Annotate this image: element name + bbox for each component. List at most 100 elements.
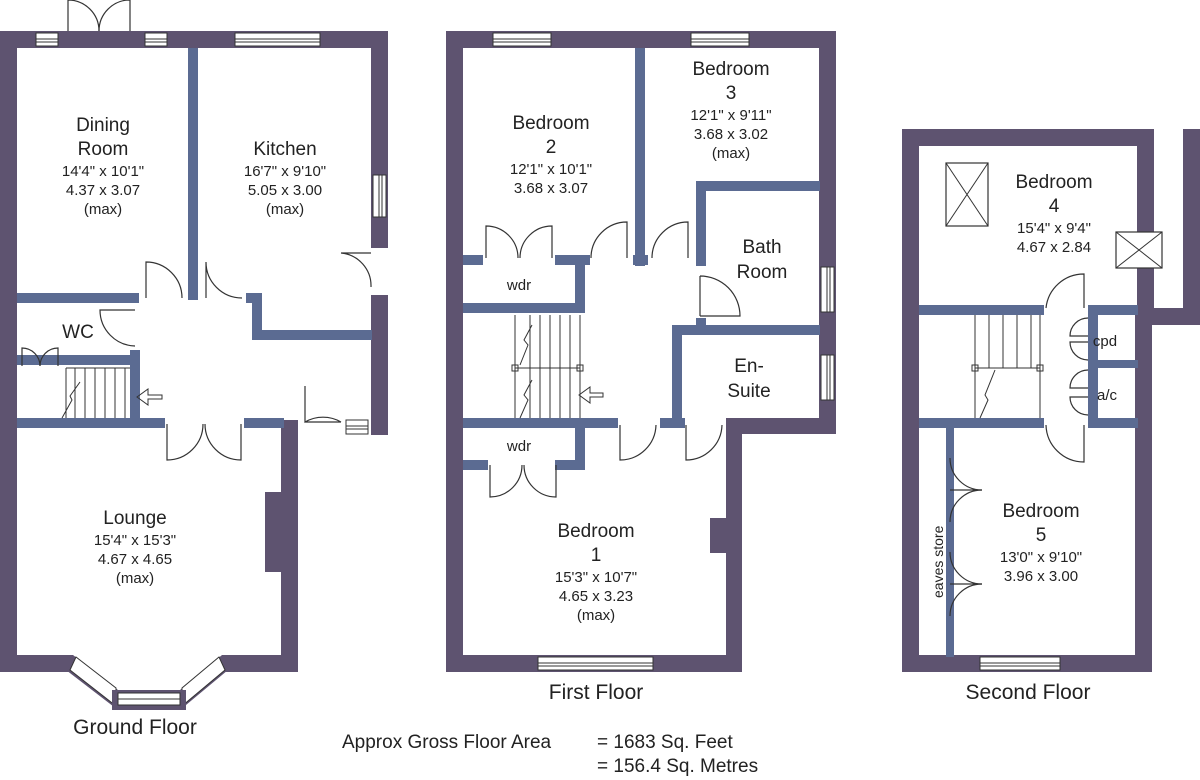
room-name: eaves store <box>930 525 946 598</box>
room-dimensions-metric: 4.67 x 4.65 <box>98 551 172 568</box>
second-floor-plan <box>902 129 1200 672</box>
room-name: WC <box>62 322 94 343</box>
room-dimensions-metric: 4.67 x 2.84 <box>1017 239 1091 256</box>
dining-door <box>145 261 183 299</box>
room-name: Kitchen <box>253 139 316 160</box>
ground-inner-wall <box>188 48 198 300</box>
window <box>537 656 654 671</box>
ground-outer-wall <box>371 295 388 435</box>
ground-inner-wall <box>17 418 165 428</box>
room-name: a/c <box>1097 387 1118 404</box>
wardrobe-doors <box>485 225 553 259</box>
window <box>492 32 552 47</box>
room-dimensions-metric: 4.65 x 3.23 <box>559 588 633 605</box>
room-name: 5 <box>1036 525 1047 546</box>
gross-area-label: Approx Gross Floor Area <box>342 732 552 753</box>
bedroom2-door <box>590 221 628 259</box>
ground-outer-wall <box>222 655 298 672</box>
room-dimensions-imperial: 14'4" x 10'1" <box>62 163 144 180</box>
second-outer-wall <box>902 129 1154 146</box>
window <box>345 419 369 435</box>
first-outer-wall <box>726 418 836 434</box>
first-inner-wall <box>463 303 585 313</box>
room-name: 4 <box>1049 196 1060 217</box>
room-name: Bedroom <box>1015 172 1092 193</box>
eaves-doors <box>949 457 983 617</box>
room-dimensions-imperial: 15'3" x 10'7" <box>555 569 637 586</box>
first-outer-wall <box>446 31 463 672</box>
window <box>820 266 835 313</box>
skylight <box>945 162 989 227</box>
window <box>234 32 321 47</box>
french-doors <box>67 0 131 32</box>
room-name: Room <box>737 262 788 283</box>
kitchen-door <box>205 261 243 299</box>
second-outer-wall <box>1183 129 1200 325</box>
first-inner-wall <box>696 318 706 328</box>
first-inner-wall <box>575 425 585 470</box>
window <box>979 656 1061 671</box>
ground-inner-wall <box>244 418 284 428</box>
room-name: En- <box>734 356 764 377</box>
window <box>144 32 168 47</box>
room-name: 2 <box>546 137 557 158</box>
wc-door <box>99 309 136 347</box>
room-dimensions-imperial: 12'1" x 9'11" <box>690 107 771 124</box>
cpd-doors <box>1069 317 1089 361</box>
floor-label: Second Floor <box>966 681 1091 704</box>
gross-area-sqft: = 1683 Sq. Feet <box>597 732 733 753</box>
first-outer-wall <box>710 518 726 553</box>
wardrobe-doors <box>489 464 557 498</box>
second-inner-wall <box>919 305 1044 315</box>
second-inner-wall <box>1088 360 1138 368</box>
first-inner-wall <box>660 418 685 428</box>
room-name: Suite <box>727 381 770 402</box>
stair-arrow <box>578 386 604 404</box>
bedroom5-door <box>1045 424 1085 463</box>
ground-inner-wall <box>130 350 140 422</box>
ground-outer-wall <box>68 31 388 48</box>
bedroom4-door <box>1045 273 1085 309</box>
second-stairs <box>971 315 1044 419</box>
room-name: Bedroom <box>692 59 769 80</box>
ground-inner-wall <box>252 293 262 338</box>
ground-outer-wall <box>0 31 73 672</box>
room-dimensions-metric: 4.37 x 3.07 <box>66 182 140 199</box>
ensuite-door <box>685 424 723 461</box>
first-inner-wall <box>555 460 585 470</box>
ac-doors <box>1069 369 1089 416</box>
ground-outer-wall <box>281 420 298 672</box>
second-inner-wall <box>919 418 1044 428</box>
ground-inner-wall <box>252 330 372 340</box>
ground-stairs <box>61 367 130 419</box>
room-name: Room <box>78 139 129 160</box>
ground-inner-wall <box>17 355 139 365</box>
wc-cupboard <box>21 347 59 367</box>
room-name: Bedroom <box>512 113 589 134</box>
room-dimensions-imperial: 15'4" x 15'3" <box>94 532 176 549</box>
room-dimensions-note: (max) <box>712 145 750 162</box>
first-outer-wall <box>819 31 836 434</box>
first-inner-wall <box>555 255 590 265</box>
second-outer-wall <box>1137 129 1154 325</box>
first-inner-wall <box>463 418 618 428</box>
floor-label: Ground Floor <box>73 716 197 739</box>
room-dimensions-imperial: 16'7" x 9'10" <box>244 163 326 180</box>
window <box>35 32 59 47</box>
first-outer-wall <box>726 418 742 672</box>
window <box>820 354 835 401</box>
room-dimensions-note: (max) <box>116 570 154 587</box>
room-name: Bedroom <box>1002 501 1079 522</box>
ground-inner-wall <box>17 293 139 303</box>
side-door <box>340 252 372 288</box>
room-name: cpd <box>1093 333 1117 350</box>
floor-label: First Floor <box>549 681 644 704</box>
room-name: Dining <box>76 115 130 136</box>
skylight <box>1115 231 1163 269</box>
first-inner-wall <box>635 48 645 266</box>
bay-window <box>66 655 228 710</box>
lounge-doors <box>166 423 242 461</box>
room-dimensions-metric: 5.05 x 3.00 <box>248 182 322 199</box>
room-dimensions-note: (max) <box>84 201 122 218</box>
